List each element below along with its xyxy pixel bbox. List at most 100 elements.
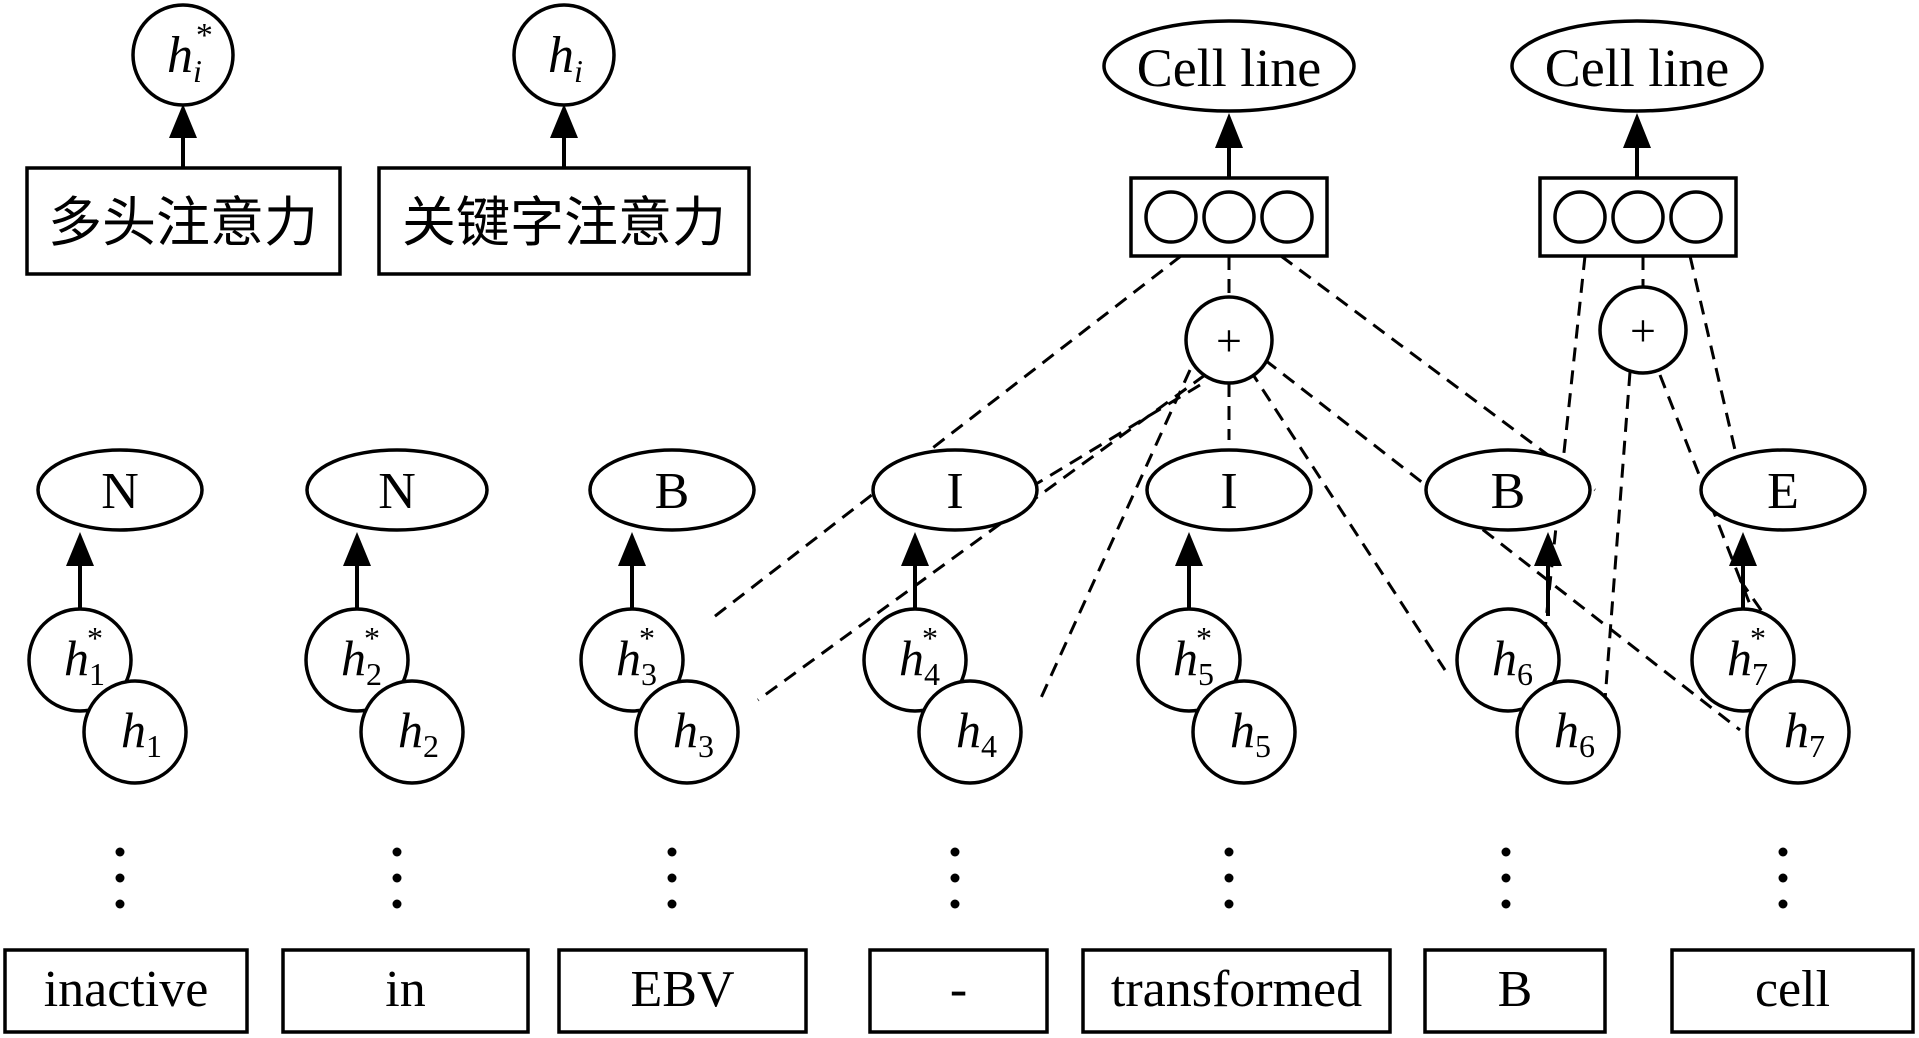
hidden-star-label: h7* <box>1727 620 1768 692</box>
entity-head-2: Cell line + <box>1510 19 1764 375</box>
hidden-label: h7 <box>1784 702 1825 764</box>
attention-edge <box>1603 371 1632 701</box>
tag-arrow-head <box>343 532 371 566</box>
multihead-attention-label: 多头注意力 <box>48 191 318 254</box>
entity-arrow-head <box>1215 113 1243 148</box>
hidden-label: h4 <box>956 702 997 764</box>
token-label: - <box>950 961 967 1018</box>
legend-hstar-label: hi* <box>167 17 213 89</box>
tag-arrow-head <box>1729 532 1757 566</box>
attention-edge <box>1280 254 1596 492</box>
ellipsis-dot <box>950 873 960 883</box>
bio-tag-label: B <box>655 463 690 520</box>
bio-tag-node <box>305 448 489 532</box>
hidden-node <box>359 679 465 785</box>
ellipsis-dot <box>1501 873 1511 883</box>
token-columns: Nh1*h1inactiveNh2*h2inBh3*h3EBVIh4*h4-Ih… <box>3 448 1915 1034</box>
ellipsis-dot <box>1501 847 1511 857</box>
bio-tag-label: N <box>378 463 416 520</box>
ellipsis-dot <box>392 847 402 857</box>
tag-arrow-head <box>901 532 929 566</box>
ellipsis-dot <box>1501 899 1511 909</box>
token-label: EBV <box>631 961 735 1018</box>
hidden-star-label: h1* <box>64 620 105 692</box>
ellipsis-dot <box>115 847 125 857</box>
vector-cell <box>1144 190 1198 244</box>
legend-multihead: hi* 多头注意力 <box>25 3 342 276</box>
ellipsis-dot <box>667 873 677 883</box>
bio-tag-label: E <box>1767 463 1799 520</box>
bio-tag-label: I <box>946 463 963 520</box>
attention-edge <box>1038 369 1192 701</box>
vector-cell <box>1260 190 1314 244</box>
ellipsis-dot <box>1224 873 1234 883</box>
attention-edge <box>709 254 1182 622</box>
hidden-star-node <box>27 607 133 713</box>
token-box <box>557 948 808 1034</box>
token-column: Ih4* h4 - <box>862 448 1049 1034</box>
bio-tag-label: I <box>1220 463 1237 520</box>
token-box <box>1670 948 1915 1034</box>
token-box <box>3 948 249 1034</box>
entity-arrow-head <box>1623 113 1651 148</box>
sum-symbol: + <box>1216 315 1242 366</box>
hidden-node <box>1191 679 1297 785</box>
ellipsis-dot <box>950 847 960 857</box>
hidden-star-label: h6 <box>1492 630 1533 692</box>
ellipsis-dot <box>1778 847 1788 857</box>
ellipsis-dot <box>1778 873 1788 883</box>
attention-edge <box>1688 255 1737 451</box>
tag-arrow-head <box>618 532 646 566</box>
keyword-attention-label: 关键字注意力 <box>402 191 726 254</box>
entity-label: Cell line <box>1137 38 1321 98</box>
ellipsis-dot <box>950 899 960 909</box>
hidden-star-label: h2* <box>341 620 382 692</box>
hidden-star-node <box>579 607 685 713</box>
ellipsis-dot <box>392 899 402 909</box>
hidden-label: h1 <box>121 702 162 764</box>
sum-symbol: + <box>1630 305 1656 356</box>
attention-edge <box>1264 358 1741 732</box>
hidden-label: h3 <box>673 702 714 764</box>
hidden-label: h5 <box>1230 702 1271 764</box>
attention-edge <box>1248 369 1447 671</box>
token-box <box>1423 948 1607 1034</box>
legend-keyword: hi 关键字注意力 <box>377 3 751 276</box>
vector-cell <box>1553 190 1607 244</box>
legend-h-label: hi <box>548 27 583 89</box>
hidden-star-node <box>1136 607 1242 713</box>
ellipsis-dot <box>392 873 402 883</box>
hidden-node <box>1745 679 1851 785</box>
bio-tag-node <box>588 448 756 532</box>
tag-arrow-head <box>1534 532 1562 566</box>
token-label: in <box>385 961 425 1018</box>
token-label: inactive <box>44 961 209 1018</box>
hidden-node <box>634 679 740 785</box>
vector-cell <box>1611 190 1665 244</box>
hidden-star-label: h4* <box>899 620 940 692</box>
hidden-label: h6 <box>1554 702 1595 764</box>
entity-label: Cell line <box>1545 38 1729 98</box>
ellipsis-dot <box>667 899 677 909</box>
hidden-star-node <box>862 607 968 713</box>
ellipsis-dot <box>115 899 125 909</box>
legend-arrow-head <box>550 104 578 138</box>
sum-node <box>1598 285 1688 375</box>
hidden-node <box>1515 679 1621 785</box>
ellipsis-dot <box>1224 847 1234 857</box>
bio-tag-label: B <box>1491 463 1526 520</box>
entity-label-node <box>1510 19 1764 113</box>
token-label: B <box>1498 961 1533 1018</box>
vector-cell <box>1669 190 1723 244</box>
bio-tag-node <box>1699 448 1867 532</box>
token-label: transformed <box>1111 961 1362 1018</box>
hidden-star-label: h3* <box>616 620 657 692</box>
legend-arrow-head <box>169 104 197 138</box>
tag-arrow-head <box>1175 532 1203 566</box>
attention-edge <box>1543 255 1587 631</box>
